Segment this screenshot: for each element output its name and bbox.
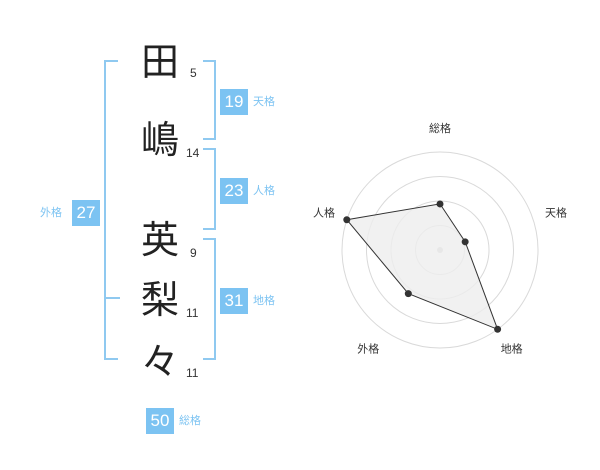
radar-axis-label-2: 天格 (545, 205, 567, 219)
radar-grid-ring (341, 151, 539, 349)
jinkaku-label: 人格 (253, 184, 275, 197)
radar-axis-label-4: 外格 (357, 342, 379, 356)
radar-axis-label-3: 地格 (501, 342, 523, 356)
name-char-4: 梨 (140, 278, 179, 322)
jinkaku-bracket (203, 148, 216, 230)
tenkaku-value: 19 (220, 89, 248, 115)
stroke-count-5: 11 (186, 366, 199, 380)
soukaku-label: 総格 (179, 414, 201, 427)
soukaku-value: 50 (146, 408, 174, 434)
gaikaku-label: 外格 (40, 206, 62, 219)
stroke-count-1: 5 (190, 66, 197, 80)
tenkaku-bracket (203, 60, 216, 140)
tenkaku-label: 天格 (253, 95, 275, 108)
radar-point-5 (343, 216, 351, 224)
gaikaku-value: 27 (72, 200, 100, 226)
gaikaku-split-line (104, 297, 120, 299)
chikaku-label: 地格 (253, 294, 275, 307)
radar-value-polygon (345, 203, 499, 331)
jinkaku-value: 23 (220, 178, 248, 204)
radar-axis-label-5: 人格 (313, 205, 335, 219)
radar-point-4 (404, 290, 412, 298)
name-char-5: 々 (140, 340, 179, 384)
radar-point-3 (494, 325, 502, 333)
radar-grid-ring (366, 176, 514, 324)
name-char-3: 英 (140, 218, 179, 262)
name-char-2: 嶋 (140, 118, 179, 162)
radar-point-2 (461, 238, 469, 246)
gaikaku-bracket (104, 60, 118, 360)
stroke-count-2: 14 (186, 146, 200, 160)
name-char-1: 田 (140, 40, 179, 84)
stroke-count-3: 9 (190, 246, 197, 260)
radar-axis-label-1: 総格 (429, 121, 451, 135)
stroke-count-4: 11 (186, 306, 199, 320)
radar-point-1 (436, 200, 444, 208)
chikaku-value: 31 (220, 288, 248, 314)
chikaku-bracket (203, 238, 216, 360)
